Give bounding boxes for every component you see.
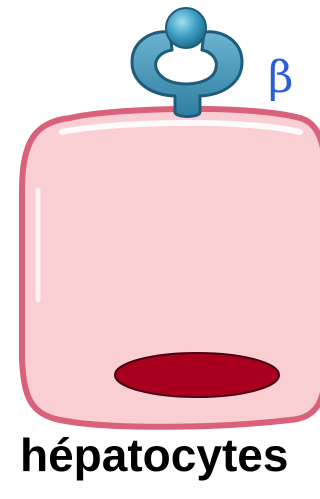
receptor-symbol: β <box>268 56 293 100</box>
ligand-icon <box>166 8 206 48</box>
nucleus-icon <box>115 353 279 397</box>
cell-label: hépatocytes <box>20 432 288 478</box>
